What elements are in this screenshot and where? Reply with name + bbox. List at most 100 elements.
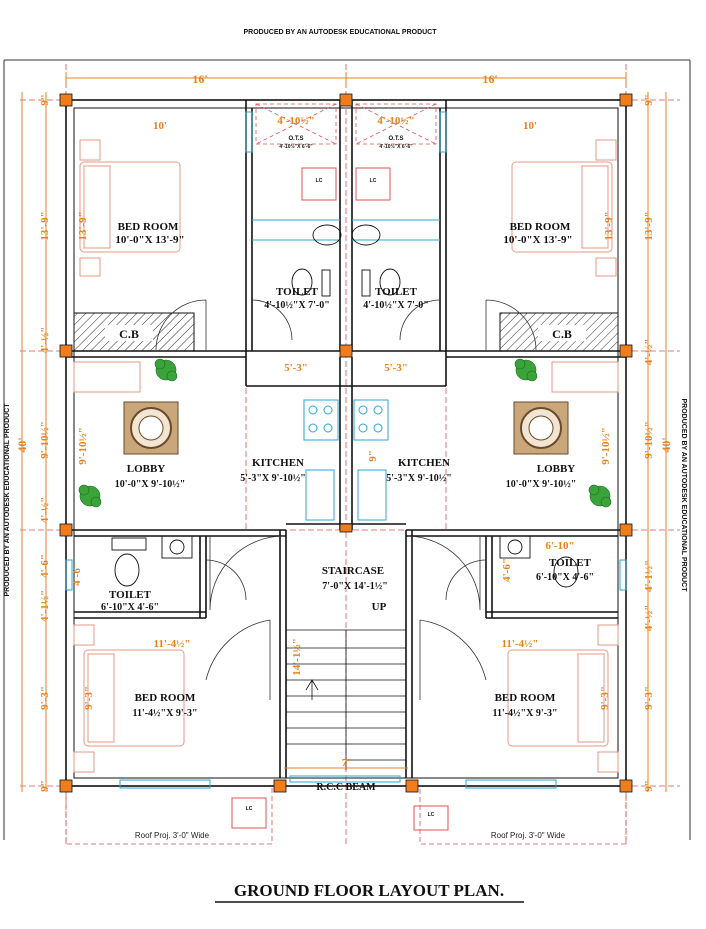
label-lc-bottom-right: LC	[428, 812, 435, 818]
staircase-treads	[286, 629, 406, 770]
dim-toilet-bottom-inner-right: 4'-6"	[501, 558, 513, 582]
label-lobby-left: LOBBY	[127, 463, 166, 475]
dim-toilet-bottom-left: 4'-6"	[39, 554, 51, 578]
size-ots-right: 4'-10½"X 6'-6"	[379, 143, 413, 150]
lobby-rug-right	[513, 401, 569, 455]
drawing-title: GROUND FLOOR LAYOUT PLAN.	[234, 881, 504, 900]
right-dimension-lines	[647, 92, 667, 792]
dim-lobby-height-inner-right: 9'-10½"	[600, 427, 612, 465]
top-dimension-line	[65, 72, 627, 84]
lc-marker	[231, 167, 449, 831]
columns	[59, 93, 633, 793]
label-bed-right-top: BED ROOM	[510, 221, 571, 233]
dim-wall-mid-left: 4'-½"	[39, 497, 51, 524]
dim-bed-bottom-width-left: 11'-4½"	[154, 638, 191, 650]
dim-toilet-bottom-left-2: 4'-1½"	[39, 590, 51, 622]
dim-toilet-bottom-right-2: 4'-½"	[643, 605, 655, 632]
label-lc-left: LC	[316, 178, 323, 184]
size-bed-left-top: 10'-0"X 13'-9"	[115, 234, 184, 246]
size-toilet-right-bottom: 6'-10"X 4'-6"	[536, 572, 594, 583]
dim-overall-left-width: 16'	[192, 72, 207, 86]
roof-projection-outline	[65, 785, 627, 845]
dim-bed-top-height-inner-right: 13'-9"	[603, 211, 615, 240]
kitchen-fixtures	[303, 399, 389, 521]
bed-furniture	[73, 139, 619, 773]
lobby-rug-left	[123, 401, 179, 455]
label-stair-up: UP	[372, 601, 387, 613]
dim-lobby-height-left: 9'-10½"	[39, 421, 51, 459]
dim-toilet-top-width-right: 4'-10½"	[377, 115, 415, 127]
dim-bed-bottom-height-right: 9'-3"	[643, 686, 655, 710]
dim-bed-bottom-height-inner-right: 9'-3"	[599, 686, 611, 710]
label-ots-right: O.T.S	[388, 136, 403, 142]
windows	[65, 111, 627, 789]
dim-bed-top-width-left: 10'	[153, 120, 167, 132]
cupboard-right-label: C.B	[552, 327, 572, 341]
dim-wall-top-right: 9"	[643, 94, 655, 106]
size-ots-left: 4'-10½"X 6'-6"	[279, 143, 313, 150]
dim-stair-width: 7'	[342, 757, 351, 769]
size-bed-right-top: 10'-0"X 13'-9"	[503, 234, 572, 246]
dim-cb-height-right: 4'-½"	[643, 339, 655, 366]
dim-bed-bottom-width-right: 11'-4½"	[502, 638, 539, 650]
dim-bed-top-height-right: 13'-9"	[643, 211, 655, 240]
label-ots-left: O.T.S	[288, 136, 303, 142]
dim-bed-top-width-right: 10'	[523, 120, 537, 132]
label-bed-right-bottom: BED ROOM	[495, 692, 556, 704]
label-toilet-left-top: TOILET	[276, 286, 319, 298]
size-toilet-right-top: 4'-10½"X 7'-0"	[363, 300, 429, 311]
label-kitchen-right: KITCHEN	[398, 457, 450, 469]
label-lc-bottom-left: LC	[246, 806, 253, 812]
dim-stair-height: 14'-1½"	[291, 638, 303, 676]
dim-bed-top-height-left: 13'-9"	[39, 211, 51, 240]
label-staircase: STAIRCASE	[322, 565, 384, 577]
size-toilet-left-bottom: 6'-10"X 4'-6"	[101, 602, 159, 613]
cupboard-left-label: C.B	[119, 327, 139, 341]
size-bed-right-bottom: 11'-4½"X 9'-3"	[493, 708, 558, 719]
dim-overall-height-left: 40'	[15, 437, 29, 452]
dim-kitchen-width-left: 5'-3"	[284, 362, 308, 374]
dim-toilet-top-width-left: 4'-10½"	[277, 115, 315, 127]
label-bed-left-bottom: BED ROOM	[135, 692, 196, 704]
sheet-border	[3, 59, 691, 840]
dim-toilet-bottom-right: 4'-1½"	[643, 560, 655, 592]
doors	[155, 299, 537, 700]
dim-overall-right-width: 16'	[482, 72, 497, 86]
dim-overall-height-right: 40'	[659, 437, 673, 452]
watermark-left: PRODUCED BY AN AUTODESK EDUCATIONAL PROD…	[4, 403, 11, 597]
label-lobby-right: LOBBY	[537, 463, 576, 475]
dim-wall-bottom-right: 9"	[643, 780, 655, 792]
size-staircase: 7'-0"X 14'-1½"	[322, 581, 388, 592]
dim-toilet-bottom-inner-left: 4'-6"	[71, 562, 83, 586]
dim-bed-bottom-height-left: 9'-3"	[39, 686, 51, 710]
dim-lobby-height-right: 9'-10½"	[643, 421, 655, 459]
label-toilet-left-bottom: TOILET	[109, 589, 152, 601]
label-toilet-right-bottom: TOILET	[549, 557, 592, 569]
dim-wall-kitchen-gap: 9"	[367, 450, 379, 462]
label-kitchen-left: KITCHEN	[252, 457, 304, 469]
ots-zone	[255, 103, 437, 145]
roof-proj-left: Roof Proj. 3'-0" Wide	[135, 831, 210, 840]
size-bed-left-bottom: 11'-4½"X 9'-3"	[133, 708, 198, 719]
dim-lobby-height-inner-left: 9'-10½"	[77, 427, 89, 465]
size-kitchen-left: 5'-3"X 9'-10½"	[240, 473, 306, 484]
size-lobby-left: 10'-0"X 9'-10½"	[115, 479, 186, 490]
label-bed-left-top: BED ROOM	[118, 221, 179, 233]
label-lc-right: LC	[370, 178, 377, 184]
roof-proj-right: Roof Proj. 3'-0" Wide	[491, 831, 566, 840]
label-rcc-beam: R.C.C BEAM	[316, 782, 376, 793]
dim-bed-bottom-height-inner-left: 9'-3"	[83, 686, 95, 710]
dim-wall-bottom-left: 9"	[39, 780, 51, 792]
dim-wall-top-left: 9"	[39, 94, 51, 106]
plant-icon	[78, 358, 612, 508]
left-dimension-lines	[21, 92, 47, 792]
label-toilet-right-top: TOILET	[375, 286, 418, 298]
dim-cb-height-left: 4'-½"	[39, 327, 51, 354]
size-lobby-right: 10'-0"X 9'-10½"	[506, 479, 577, 490]
size-toilet-left-top: 4'-10½"X 7'-0"	[264, 300, 330, 311]
size-kitchen-right: 5'-3"X 9'-10½"	[386, 473, 452, 484]
dim-kitchen-width-right: 5'-3"	[384, 362, 408, 374]
watermark-right: PRODUCED BY AN AUTODESK EDUCATIONAL PROD…	[680, 398, 687, 592]
sanitary-fixtures	[111, 224, 579, 588]
